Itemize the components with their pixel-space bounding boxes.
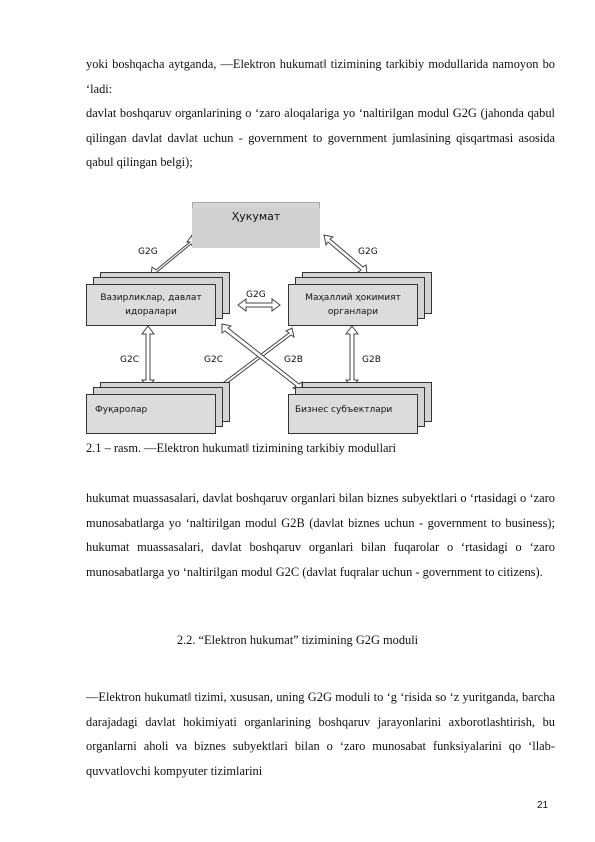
section-heading: 2.2. “Elektron hukumat” tizimining G2G m… (176, 633, 419, 647)
figure-caption: 2.1 – rasm. ―Elektron hukumat‖ tiziminin… (86, 441, 397, 455)
node-citizens-label: Фуқаролар (95, 405, 148, 415)
edge-label-local-citizens: G2C (204, 355, 223, 365)
edge-label-local-business: G2B (362, 355, 381, 365)
g2g-description-paragraph: davlat boshqaruv organlarining o ‘zaro a… (86, 106, 555, 169)
node-government: Ҳукумат (192, 202, 320, 248)
node-government-label: Ҳукумат (231, 210, 281, 223)
node-local-label-line1: Маҳаллий ҳокимият (305, 293, 401, 303)
edge-label-ministries-local: G2G (246, 290, 266, 300)
arrow-local-business (345, 325, 359, 389)
node-citizens: Фуқаролар (86, 382, 230, 436)
edge-label-ministries-citizens: G2C (120, 355, 139, 365)
diagram-arrows (141, 233, 368, 395)
edge-label-gov-ministries: G2G (138, 247, 158, 257)
node-ministries-label-line1: Вазирликлар, давлат (100, 293, 202, 303)
node-ministries: Вазирликлар, давлат идоралари (86, 272, 230, 326)
node-ministries-label-line2: идоралари (125, 307, 177, 317)
edge-label-gov-local: G2G (358, 247, 378, 257)
arrow-ministries-citizens (141, 325, 155, 389)
arrow-ministries-local (237, 298, 281, 312)
node-business: Бизнес субъектлари (288, 382, 432, 436)
g2b-g2c-description-paragraph: hukumat muassasalari, davlat boshqaruv o… (86, 491, 555, 579)
node-local-label-line2: органлари (327, 307, 379, 317)
node-business-label: Бизнес субъектлари (295, 405, 393, 415)
intro-paragraph: yoki boshqacha aytganda, ―Elektron hukum… (86, 57, 555, 96)
e-government-modules-diagram: Ҳукумат Вазирликлар, давлат идоралари Маҳ… (80, 194, 440, 439)
page-number: 21 (537, 800, 549, 811)
edge-label-ministries-business: G2B (284, 355, 303, 365)
node-local-authorities: Маҳаллий ҳокимият органлари (288, 272, 432, 326)
g2g-module-paragraph: ―Elektron hukumat‖ tizimi, xususan, unin… (86, 690, 555, 778)
